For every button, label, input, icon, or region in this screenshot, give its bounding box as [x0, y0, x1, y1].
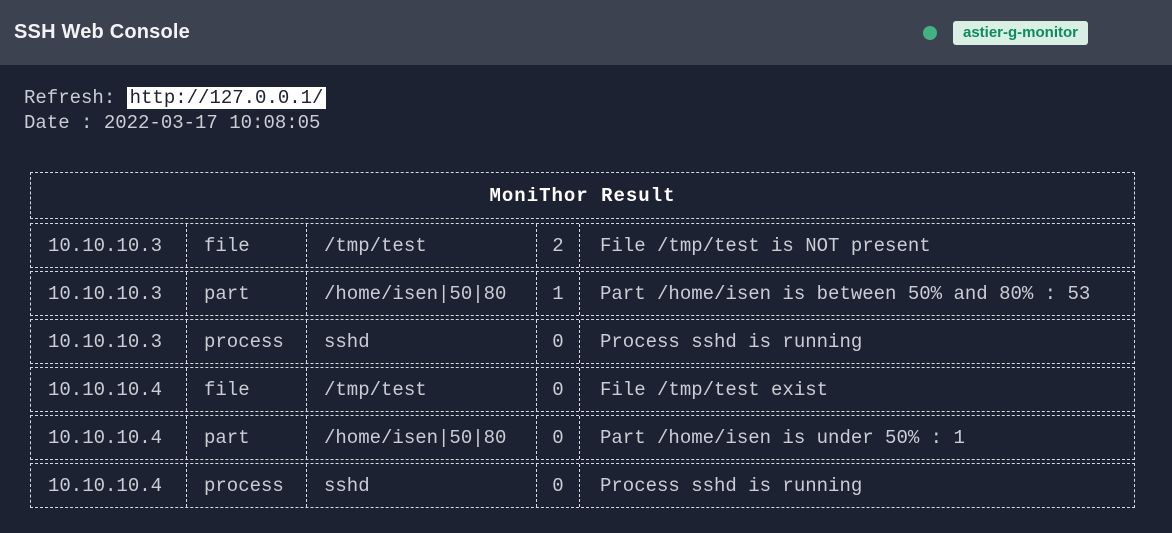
cell-check: process [186, 464, 306, 507]
host-badge: astier-g-monitor [952, 20, 1088, 45]
cell-ip: 10.10.10.4 [48, 426, 163, 449]
cell-code: 0 [536, 464, 579, 507]
table-row: 10.10.10.4 process sshd 0 Process sshd i… [30, 463, 1135, 508]
cell-target: sshd [306, 320, 536, 363]
monithor-result-table: MoniThor Result 10.10.10.3 file /tmp/tes… [30, 172, 1135, 508]
cell-ip: 10.10.10.4 [48, 474, 163, 497]
cell-code: 0 [536, 368, 579, 411]
cell-target: /home/isen|50|80 [306, 272, 536, 315]
cell-message: Process sshd is running [579, 464, 1134, 507]
cell-message: File /tmp/test is NOT present [579, 224, 1134, 267]
cell-target: sshd [306, 464, 536, 507]
cell-target: /tmp/test [306, 368, 536, 411]
cell-check: process [186, 320, 306, 363]
cell-message: Part /home/isen is between 50% and 80% :… [579, 272, 1134, 315]
table-row: 10.10.10.4 part /home/isen|50|80 0 Part … [30, 415, 1135, 460]
app-title: SSH Web Console [14, 21, 190, 43]
status-group: astier-g-monitor [922, 20, 1088, 45]
cell-code: 0 [536, 320, 579, 363]
table-title: MoniThor Result [30, 172, 1135, 219]
table-row: 10.10.10.4 file /tmp/test 0 File /tmp/te… [30, 367, 1135, 412]
cell-code: 2 [536, 224, 579, 267]
cell-check: file [186, 368, 306, 411]
cell-ip: 10.10.10.4 [48, 378, 163, 401]
info-block: Refresh: http://127.0.0.1/ Date : 2022-0… [24, 86, 1172, 136]
cell-code: 1 [536, 272, 579, 315]
cell-ip: 10.10.10.3 [48, 282, 163, 305]
online-status-icon [922, 25, 937, 40]
cell-message: File /tmp/test exist [579, 368, 1134, 411]
refresh-line: Refresh: http://127.0.0.1/ [24, 86, 1172, 111]
cell-check: part [186, 416, 306, 459]
date-line: Date : 2022-03-17 10:08:05 [24, 112, 321, 134]
cell-ip: 10.10.10.3 [48, 234, 163, 257]
table-row: 10.10.10.3 part /home/isen|50|80 1 Part … [30, 271, 1135, 316]
cell-target: /tmp/test [306, 224, 536, 267]
navbar: SSH Web Console astier-g-monitor [0, 0, 1172, 65]
refresh-label: Refresh: [24, 87, 127, 109]
table-row: 10.10.10.3 process sshd 0 Process sshd i… [30, 319, 1135, 364]
cell-check: file [186, 224, 306, 267]
table-row: 10.10.10.3 file /tmp/test 2 File /tmp/te… [30, 223, 1135, 268]
refresh-url-link[interactable]: http://127.0.0.1/ [126, 87, 327, 109]
cell-message: Process sshd is running [579, 320, 1134, 363]
cell-check: part [186, 272, 306, 315]
cell-message: Part /home/isen is under 50% : 1 [579, 416, 1134, 459]
cell-code: 0 [536, 416, 579, 459]
cell-target: /home/isen|50|80 [306, 416, 536, 459]
cell-ip: 10.10.10.3 [48, 330, 163, 353]
